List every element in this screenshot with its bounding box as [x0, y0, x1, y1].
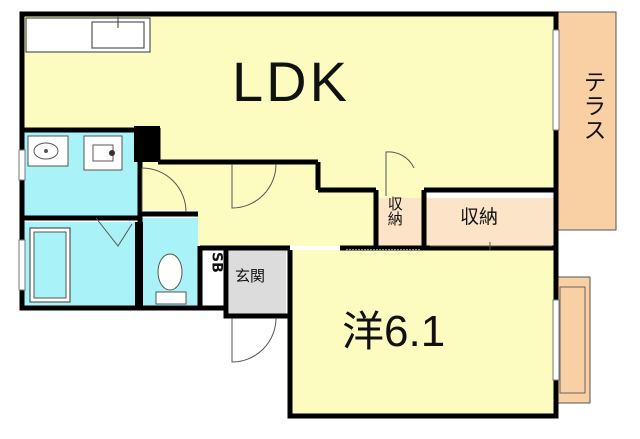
terrace-area [555, 11, 617, 231]
entrance-floor [229, 250, 286, 316]
storage-small-label: 収納 [385, 196, 404, 226]
shoe-box-floor [204, 250, 226, 292]
ldk-floor [22, 14, 556, 198]
storage-small-floor [378, 198, 424, 246]
door-swings [95, 151, 415, 363]
western-room-label: 洋6.1 [342, 310, 445, 354]
washing-machine-pan [83, 135, 123, 171]
basin-bowl [33, 142, 59, 160]
windows [18, 29, 560, 381]
kitchen-counter [25, 17, 151, 53]
western-room-prefix: 洋 [342, 307, 385, 356]
basin-drain [44, 149, 48, 153]
ldk-label: LDK [232, 50, 350, 113]
toilet-bowl [157, 253, 183, 291]
balcony-area [555, 276, 591, 404]
wall-block [135, 222, 143, 308]
entrance-label: 玄関 [235, 267, 266, 285]
western-room-floor [290, 250, 556, 416]
wall-block [134, 126, 160, 162]
storage-large-label: 収納 [460, 206, 499, 228]
toilet-tank [155, 291, 187, 305]
western-room-size: 6.1 [384, 307, 446, 356]
terrace-label: テラス [579, 70, 605, 142]
bathtub-inner [33, 231, 67, 299]
balcony-inner-frame [559, 286, 586, 394]
washing-machine-drain-hole [109, 150, 115, 156]
storage-large-floor [426, 198, 554, 246]
shoe-box-label: SB [208, 252, 225, 273]
